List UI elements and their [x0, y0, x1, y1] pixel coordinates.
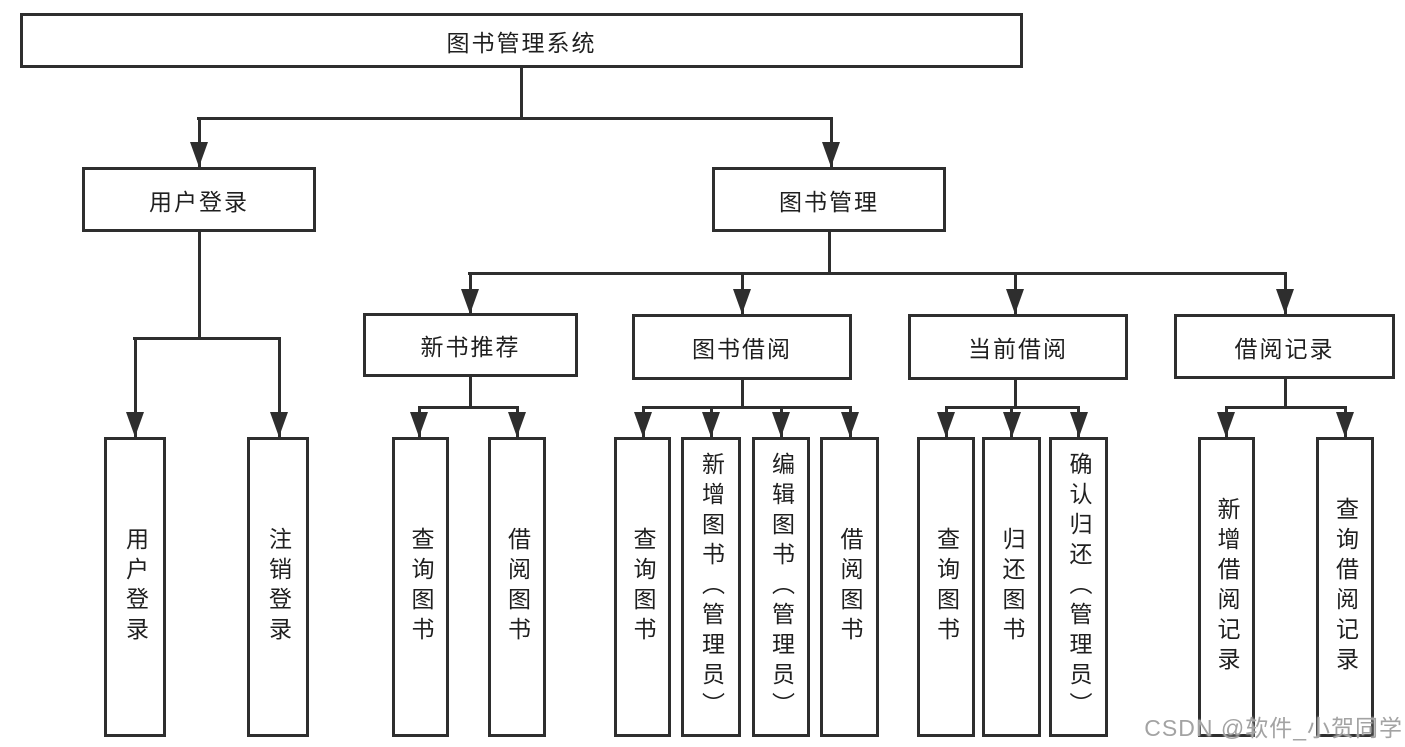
node-book-management: 图书管理 [712, 167, 946, 232]
leaf-user-login: 用户登录 [104, 437, 166, 737]
arrow-down-icon [270, 412, 288, 437]
node-new-book-recommend: 新书推荐 [363, 313, 578, 377]
arrow-down-icon [1070, 412, 1088, 437]
arrow-down-icon [126, 412, 144, 437]
connector-line [828, 230, 831, 273]
connector-line [520, 66, 523, 118]
leaf-add-borrow-record-label: 新增借阅记录 [1214, 497, 1240, 677]
leaf-borrow-book-recommend: 借阅图书 [488, 437, 546, 737]
leaf-query-borrow-record: 查询借阅记录 [1316, 437, 1374, 737]
arrow-down-icon [1276, 289, 1294, 314]
connector-line [133, 337, 280, 340]
leaf-query-book-borrow: 查询图书 [614, 437, 671, 737]
arrow-down-icon [461, 289, 479, 314]
arrow-down-icon [1003, 412, 1021, 437]
csdn-watermark: CSDN @软件_小贺同学 [1144, 715, 1403, 741]
arrow-down-icon [937, 412, 955, 437]
leaf-borrow-book-recommend-label: 借阅图书 [504, 527, 531, 647]
leaf-add-book-admin-label: 新增图书（管理员） [698, 452, 725, 722]
leaf-query-borrow-record-label: 查询借阅记录 [1332, 497, 1359, 677]
connector-line [468, 272, 1286, 275]
leaf-user-login-label: 用户登录 [122, 527, 149, 647]
node-book-borrow-label: 图书借阅 [692, 336, 792, 362]
connector-line [418, 406, 519, 409]
leaf-edit-book-admin: 编辑图书（管理员） [752, 437, 810, 737]
arrow-down-icon [410, 412, 428, 437]
node-current-borrow-label: 当前借阅 [968, 336, 1068, 362]
leaf-query-book-borrow-label: 查询图书 [630, 527, 656, 647]
connector-line [1014, 378, 1017, 407]
connector-line [278, 337, 281, 437]
leaf-edit-book-admin-label: 编辑图书（管理员） [768, 452, 795, 722]
connector-line [197, 117, 833, 120]
arrow-down-icon [702, 412, 720, 437]
leaf-borrow-book: 借阅图书 [820, 437, 879, 737]
arrow-down-icon [772, 412, 790, 437]
arrow-down-icon [841, 412, 859, 437]
node-root-label: 图书管理系统 [446, 29, 597, 56]
connector-line [1284, 377, 1287, 407]
arrow-down-icon [1006, 289, 1024, 314]
leaf-return-book-label: 归还图书 [999, 527, 1025, 647]
leaf-add-borrow-record: 新增借阅记录 [1198, 437, 1255, 737]
node-borrow-record: 借阅记录 [1174, 314, 1395, 379]
node-user-login-label: 用户登录 [149, 188, 249, 215]
connector-line [469, 375, 472, 407]
node-book-management-label: 图书管理 [779, 188, 879, 215]
leaf-confirm-return-admin-label: 确认归还（管理员） [1066, 452, 1092, 722]
node-root: 图书管理系统 [20, 13, 1023, 68]
connector-line [741, 378, 744, 407]
arrow-down-icon [634, 412, 652, 437]
connector-line [198, 230, 201, 338]
leaf-query-book-recommend: 查询图书 [392, 437, 449, 737]
leaf-logout: 注销登录 [247, 437, 309, 737]
leaf-logout-label: 注销登录 [265, 527, 292, 647]
node-book-borrow: 图书借阅 [632, 314, 852, 380]
node-borrow-record-label: 借阅记录 [1234, 335, 1335, 362]
leaf-confirm-return-admin: 确认归还（管理员） [1049, 437, 1108, 737]
arrow-down-icon [1336, 412, 1354, 437]
leaf-query-book-current: 查询图书 [917, 437, 975, 737]
node-current-borrow: 当前借阅 [908, 314, 1128, 380]
leaf-add-book-admin: 新增图书（管理员） [681, 437, 741, 737]
node-new-book-recommend-label: 新书推荐 [420, 334, 521, 360]
connector-line [642, 406, 852, 409]
arrow-down-icon [1217, 412, 1235, 437]
arrow-down-icon [508, 412, 526, 437]
arrow-down-icon [190, 142, 208, 167]
leaf-return-book: 归还图书 [982, 437, 1041, 737]
connector-line [134, 337, 137, 437]
arrow-down-icon [822, 142, 840, 167]
node-user-login: 用户登录 [82, 167, 316, 232]
leaf-query-book-recommend-label: 查询图书 [408, 527, 434, 647]
leaf-query-book-current-label: 查询图书 [933, 527, 960, 647]
arrow-down-icon [733, 289, 751, 314]
connector-line [1225, 406, 1346, 409]
leaf-borrow-book-label: 借阅图书 [837, 527, 863, 647]
